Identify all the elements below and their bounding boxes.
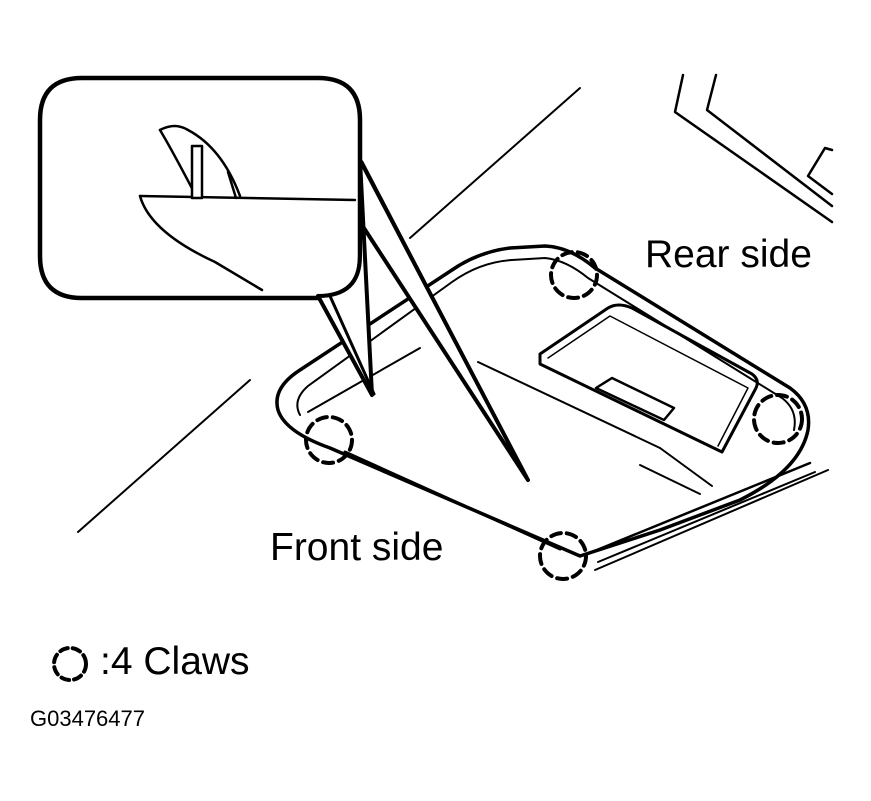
claw-rear-right: [752, 393, 804, 445]
roof-corner-trim: [673, 73, 834, 224]
figure-code: G03476477: [30, 706, 145, 731]
rear-side-label: Rear side: [645, 233, 812, 276]
claws: [304, 250, 804, 581]
lamp-switch: [594, 376, 676, 422]
dashed-circle-claw-icon: [52, 646, 88, 682]
roof-headliner-lines: [77, 87, 829, 571]
claw-front-left: [304, 415, 354, 465]
claw-rear-left: [549, 250, 599, 300]
claw-front-right: [538, 531, 588, 581]
claw-detail-icon: [138, 124, 357, 292]
lamp-lens-window: [538, 303, 759, 454]
room-lamp-housing: [275, 244, 816, 563]
front-side-label: Front side: [270, 526, 444, 569]
legend-claws-label: :4 Claws: [100, 640, 250, 683]
detail-callout: [37, 75, 530, 482]
